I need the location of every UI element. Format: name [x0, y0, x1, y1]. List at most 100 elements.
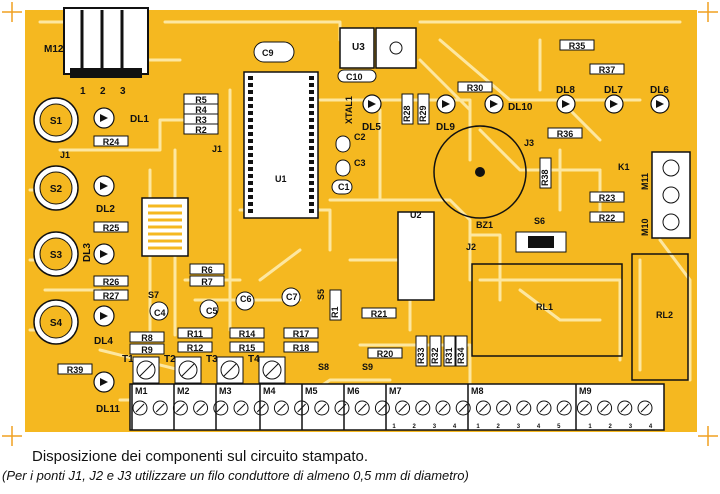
capacitor: C3 — [335, 158, 366, 177]
resistor: R26 — [93, 275, 129, 287]
ic-pin — [309, 97, 314, 101]
corner-marks — [2, 2, 718, 446]
terminal-block: M1 — [131, 384, 148, 430]
ic-pin — [248, 111, 253, 115]
terminal-block: M5 — [301, 384, 318, 430]
ic-pin — [248, 97, 253, 101]
ic-pin — [309, 188, 314, 192]
resistor-label: R39 — [67, 365, 84, 375]
resistor: R34 — [455, 335, 468, 367]
resistor-label: R21 — [371, 309, 388, 319]
ic-pin — [248, 202, 253, 206]
switch-label: S3 — [50, 250, 63, 261]
screw-slot — [357, 403, 367, 413]
screw-slot — [256, 403, 266, 413]
resistor: R14 — [229, 327, 265, 339]
terminal-pin-label: 4 — [453, 424, 457, 430]
capacitor-label: C5 — [206, 306, 218, 316]
pushbutton-switch: S1 — [33, 97, 79, 143]
resistor: R2 — [183, 123, 219, 135]
component-label: J1 — [60, 150, 70, 160]
resistor-label: R27 — [103, 291, 120, 301]
capacitor-label: C1 — [338, 182, 350, 192]
component-label: J3 — [524, 138, 534, 148]
resistor-label: R36 — [557, 129, 574, 139]
terminal-pin-label: 2 — [609, 424, 613, 430]
component-label: S7 — [148, 290, 159, 300]
component-tag: K1 — [618, 162, 630, 172]
trimmer-label: T1 — [122, 354, 134, 365]
resistor: R15 — [229, 341, 265, 353]
resistor: R21 — [361, 307, 397, 319]
ic-pin — [248, 104, 253, 108]
capacitor-label: C6 — [240, 294, 252, 304]
ic-pin — [309, 83, 314, 87]
resistor-label: R7 — [201, 277, 213, 287]
ic-pin — [309, 146, 314, 150]
terminal-strip — [129, 383, 665, 431]
terminal-pin-label: 4 — [649, 424, 653, 430]
dip-switch-s7 — [141, 197, 189, 257]
pushbutton-switch: S2 — [33, 165, 79, 211]
led-label: DL8 — [556, 85, 575, 96]
component-tag: BZ1 — [476, 220, 493, 230]
buzzer-bz1 — [433, 125, 527, 219]
resistor: R38 — [539, 157, 552, 189]
resistor-label: R5 — [195, 95, 207, 105]
component-tag: J1 — [212, 144, 222, 154]
capacitor: C2 — [335, 132, 366, 153]
resistor-label: R28 — [402, 105, 412, 122]
ic-pin — [248, 153, 253, 157]
capacitor-label: C7 — [286, 292, 298, 302]
relay-rl1 — [471, 263, 623, 357]
trimmer: T3 — [206, 354, 244, 384]
ic-pin — [309, 209, 314, 213]
terminal-block-label: M6 — [347, 386, 360, 396]
resistor-label: R18 — [293, 343, 310, 353]
resistor: R20 — [367, 347, 403, 359]
led: DL8 — [556, 85, 576, 114]
screw-slot — [458, 403, 468, 413]
terminal-block: M3 — [215, 384, 232, 430]
terminal-block-label: M8 — [471, 386, 484, 396]
trimmer-label: T2 — [164, 354, 176, 365]
resistor-label: R15 — [239, 343, 256, 353]
ic-pin — [309, 181, 314, 185]
component-label: J2 — [466, 242, 476, 252]
trimmer-label: T4 — [248, 354, 260, 365]
pushbutton-switch: S4 — [33, 299, 79, 345]
terminal-block: M8 — [467, 384, 484, 430]
ic-pin — [248, 174, 253, 178]
component-tag: S6 — [534, 216, 545, 226]
led-label: DL2 — [96, 204, 115, 215]
led: DL11 — [93, 371, 120, 415]
resistor: R18 — [283, 341, 319, 353]
ic-pin — [248, 132, 253, 136]
screw-slot — [620, 403, 630, 413]
resistor: R36 — [547, 127, 583, 139]
resistor: R39 — [57, 363, 93, 375]
terminal-pin-label: 2 — [497, 424, 501, 430]
led: DL9 — [436, 94, 456, 133]
resistor-label: R25 — [103, 223, 120, 233]
pin-label: 2 — [100, 86, 106, 97]
component-label: RL2 — [656, 310, 673, 320]
component-tag: U1 — [275, 174, 287, 184]
connector-m12: M12 1 2 3 — [44, 7, 149, 97]
capacitor: C4 — [149, 301, 169, 321]
screw-slot — [600, 403, 609, 413]
ic-pin — [309, 139, 314, 143]
trimmer-label: T3 — [206, 354, 218, 365]
screw-slot — [317, 403, 327, 413]
led: DL4 — [93, 305, 115, 347]
screw-slot — [378, 403, 387, 413]
regulator-u3: U3 C10 — [337, 27, 417, 83]
led-label: DL5 — [362, 122, 381, 133]
led: DL1 — [93, 107, 149, 129]
ic-pin — [248, 209, 253, 213]
resistor-label: R9 — [141, 345, 153, 355]
resistor-label: R1 — [330, 306, 340, 318]
ic-pin — [248, 195, 253, 199]
resistor-label: R17 — [293, 329, 310, 339]
screw-slot — [519, 403, 529, 413]
